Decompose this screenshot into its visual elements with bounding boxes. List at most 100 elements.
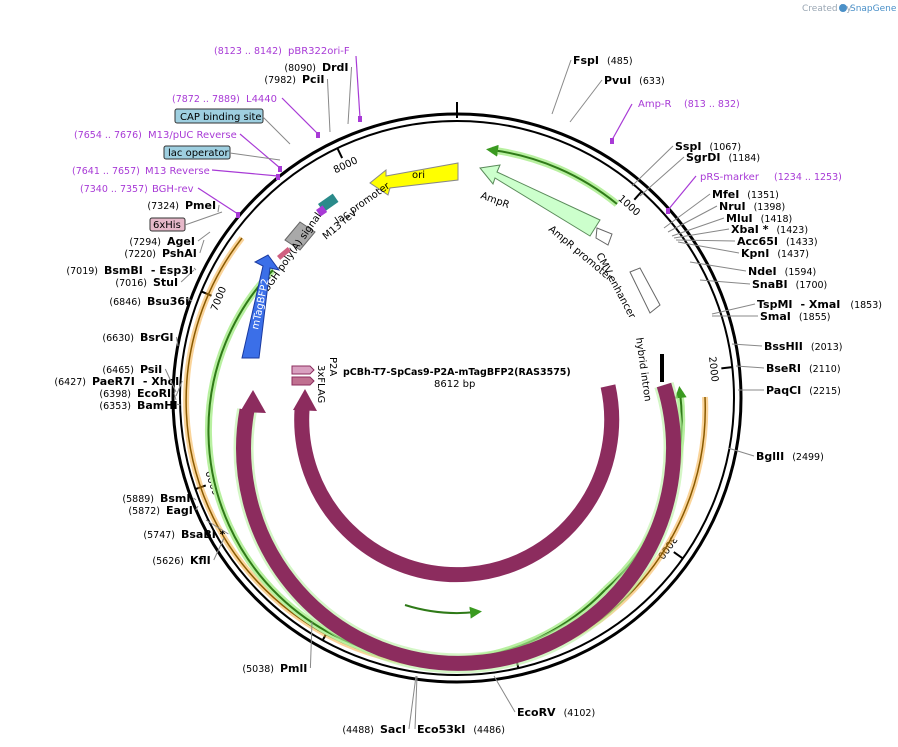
site-leader — [175, 380, 183, 397]
tick-mark-7 — [336, 147, 344, 159]
site-name: Eco53kI — [417, 723, 465, 736]
primer-6[interactable]: pRS-marker(1234 .. 1253) — [666, 172, 842, 214]
site-34[interactable]: PshAI(7220) — [124, 239, 205, 260]
site-leader — [408, 675, 417, 730]
site-33[interactable]: BsmBI- Esp3I(7019) — [66, 264, 197, 277]
site-6[interactable]: MluI(1418) — [671, 212, 793, 237]
site-leader — [347, 66, 353, 125]
primer-leader — [355, 55, 361, 119]
primer-4[interactable]: BGH-rev(7340 .. 7357) — [80, 184, 240, 218]
site-leader — [699, 279, 751, 285]
bgh-polya-box — [284, 221, 316, 251]
site-leader — [164, 368, 177, 393]
site-leader — [731, 343, 763, 347]
site-leader — [193, 267, 197, 271]
plasmid-name: pCBh-T7-SpCas9-P2A-mTagBFP2(RAS3575) — [343, 367, 571, 378]
tick-mark-1 — [721, 366, 733, 370]
site-23[interactable]: BsaBI *(5747) — [143, 519, 229, 541]
primer-2[interactable]: M13/pUC Reverse(7654 .. 7676) — [74, 130, 282, 172]
site-11[interactable]: SnaBI(1700) — [699, 278, 827, 291]
site-3[interactable]: SgrDI(1184) — [639, 151, 760, 197]
primer-0[interactable]: pBR322ori-F(8123 .. 8142) — [214, 46, 362, 122]
site-pos: (485) — [607, 56, 633, 67]
site-0[interactable]: FspI(485) — [551, 54, 633, 115]
site-5[interactable]: NruI(1398) — [667, 200, 785, 233]
site-17[interactable]: BglII(2499) — [727, 447, 824, 463]
site-32[interactable]: StuI(7016) — [115, 269, 195, 289]
site-pos: (1437) — [777, 249, 809, 260]
site-36[interactable]: PmeI(7324) — [147, 199, 220, 213]
site-pos: (6846) — [109, 297, 141, 308]
site-14[interactable]: BssHII(2013) — [731, 340, 842, 353]
3xflag-marker — [291, 376, 315, 386]
site-7[interactable]: XbaI *(1423) — [673, 223, 808, 239]
site-22[interactable]: KflI(5626) — [152, 537, 225, 567]
primer-3[interactable]: M13 Reverse(7641 .. 7657) — [72, 166, 280, 180]
site-leader — [175, 403, 181, 406]
site-name: KpnI — [741, 247, 769, 260]
site-leader — [185, 297, 193, 302]
site-25[interactable]: BsmI(5889) — [122, 492, 197, 505]
primer-name: Amp-R — [638, 99, 672, 110]
site-1[interactable]: PvuI(633) — [569, 74, 665, 123]
site-name: EcoRI — [137, 387, 171, 400]
cap-leader — [262, 116, 291, 145]
primer-leader — [197, 187, 239, 215]
site-pos: (7019) — [66, 266, 98, 277]
site-leader — [197, 231, 211, 242]
site-name: SacI — [380, 723, 406, 736]
mtagbfp2-arrow — [241, 254, 281, 359]
site-name: XbaI * — [731, 223, 769, 236]
site-21[interactable]: PmlI(5038) — [242, 621, 313, 675]
site-leader — [663, 193, 711, 229]
primer-5[interactable]: Amp-R(813 .. 832) — [610, 99, 740, 144]
site-pos: (1351) — [747, 190, 779, 201]
site-27[interactable]: EcoRI(6398) — [99, 387, 177, 401]
site-name: SmaI — [760, 310, 791, 323]
site-31[interactable]: Bsu36I(6846) — [109, 295, 193, 308]
primer-site-marker — [666, 208, 670, 214]
site-name: BsrGI — [140, 331, 173, 344]
site-19[interactable]: Eco53kI(4486) — [414, 675, 505, 736]
site-pos: (2110) — [809, 364, 841, 375]
site-name: SspI — [675, 140, 701, 153]
green-arc-top — [486, 144, 618, 205]
primer-range: (7340 .. 7357) — [80, 184, 148, 195]
site-16[interactable]: PaqCI(2215) — [738, 384, 841, 397]
site-pos: (1418) — [761, 214, 793, 225]
ampr-arrow — [479, 164, 601, 237]
site-18[interactable]: EcoRV(4102) — [493, 675, 595, 719]
boxed-feature-lac-operator[interactable]: lac operator — [163, 145, 281, 161]
site-12[interactable]: TspMI- XmaI(1853) — [711, 298, 882, 315]
site-4[interactable]: MfeI(1351) — [663, 188, 779, 229]
site-35[interactable]: AgeI(7294) — [129, 231, 211, 248]
site-13[interactable]: SmaI(1855) — [712, 310, 831, 323]
site-38[interactable]: DrdI(8090) — [284, 61, 353, 125]
site-name: NruI — [719, 200, 746, 213]
site-name: PvuI — [604, 74, 631, 87]
site-9[interactable]: KpnI (1437) — [677, 241, 809, 260]
site-15[interactable]: BseRI(2110) — [735, 362, 841, 375]
primer-1[interactable]: L4440(7872 .. 7889) — [172, 94, 320, 138]
site-28[interactable]: PaeR7I- XhoI(6427) — [54, 375, 183, 397]
site-name: SgrDI — [686, 151, 720, 164]
site-leader — [727, 447, 755, 457]
site-pos: (6465) — [102, 365, 134, 376]
site-8[interactable]: Acc65I(1433) — [675, 235, 818, 248]
boxed-feature-cap[interactable]: CAP binding site — [174, 108, 291, 145]
site-20[interactable]: SacI(4488) — [342, 675, 417, 736]
boxed-feature-6xhis[interactable]: 6xHis — [149, 211, 223, 232]
site-name: BamHI — [137, 399, 178, 412]
site-26[interactable]: BamHI(6353) — [99, 399, 181, 412]
green-arc-top-glow — [491, 146, 620, 207]
site-30[interactable]: BsrGI(6630) — [102, 331, 179, 347]
site-leader — [414, 675, 418, 730]
site-10[interactable]: NdeI(1594) — [689, 261, 816, 278]
cas9-outer-arrow — [236, 382, 682, 671]
site-24[interactable]: EagI(5872) — [128, 504, 199, 517]
site-29[interactable]: PsiI(6465) — [102, 363, 177, 393]
site-2[interactable]: SspI(1067) — [631, 140, 741, 187]
site-37[interactable]: PciI(7982) — [264, 73, 331, 133]
site-leader — [639, 156, 685, 197]
site-leader — [180, 269, 195, 283]
